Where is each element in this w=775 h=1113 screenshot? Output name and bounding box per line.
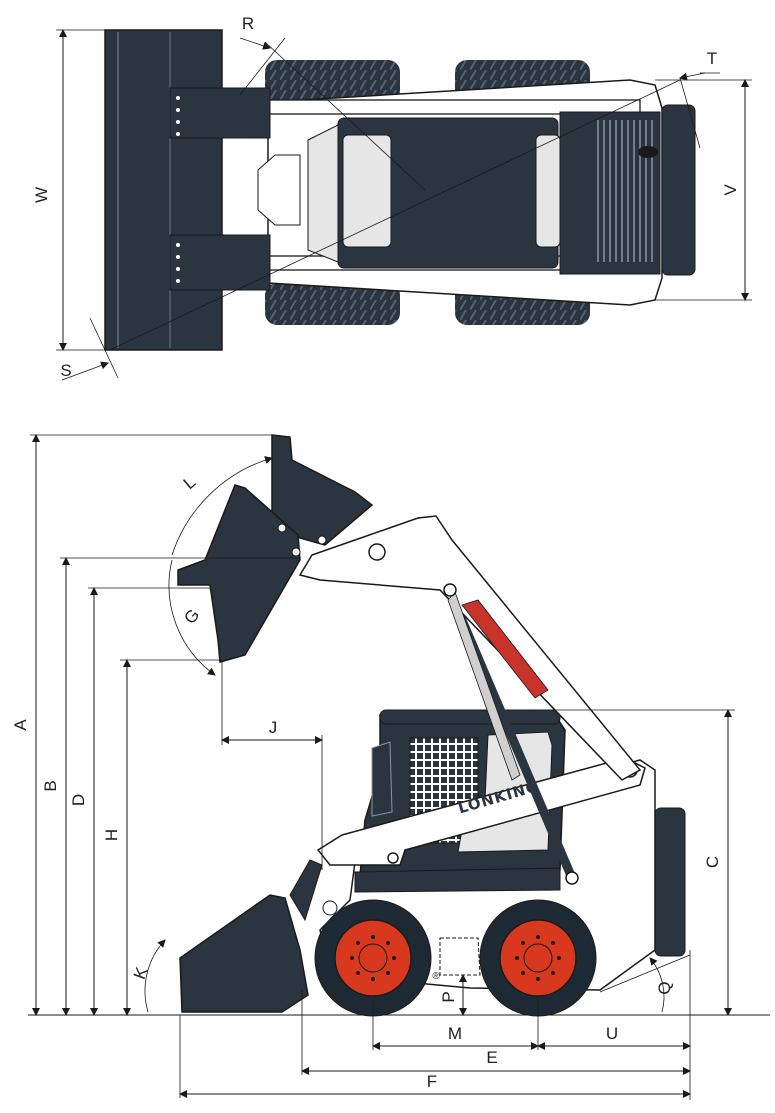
label-h: H	[102, 829, 121, 841]
label-u: U	[606, 1024, 618, 1043]
rear-wheel	[479, 899, 597, 1017]
label-b: B	[41, 780, 60, 791]
side-view: LONKING	[11, 434, 770, 1100]
exhaust-cap	[638, 146, 658, 158]
label-f: F	[427, 1072, 437, 1091]
front-step	[307, 124, 339, 263]
roof-window-front	[342, 134, 392, 248]
rear-door	[661, 104, 696, 276]
label-t: T	[707, 49, 717, 68]
cab-mirror	[371, 741, 393, 817]
attach-mount-bottom	[169, 234, 271, 291]
label-s: S	[60, 361, 71, 380]
ground-bucket	[179, 894, 309, 1013]
arc-l	[171, 456, 273, 556]
radius-line-s	[109, 79, 681, 351]
tire-front-bottom	[265, 283, 400, 325]
top-view: W V R T S	[32, 14, 752, 381]
label-w: W	[32, 187, 51, 203]
rear-counterweight	[654, 807, 686, 957]
bucket-top	[104, 29, 223, 351]
label-l: L	[180, 472, 199, 493]
label-j: J	[269, 718, 278, 737]
front-plate	[257, 154, 301, 226]
side-frame-dark	[354, 867, 561, 893]
label-m: M	[448, 1024, 462, 1043]
label-e: E	[486, 1048, 497, 1067]
label-c: C	[703, 856, 722, 868]
label-q: Q	[655, 981, 674, 994]
label-d: D	[69, 794, 88, 806]
arc-g	[168, 559, 216, 676]
radius-line-r	[264, 41, 426, 191]
raised-bucket-dumped	[177, 484, 301, 663]
raised-arm	[298, 515, 642, 781]
roof-window-rear	[535, 134, 561, 248]
tire-front-top	[265, 60, 400, 102]
arc-q	[649, 957, 665, 1013]
loader-arm-side	[316, 757, 646, 866]
cab-roof-side	[379, 709, 561, 725]
label-p: P	[439, 991, 458, 1002]
label-k: K	[130, 964, 152, 982]
label-r: R	[242, 14, 254, 33]
label-g: G	[180, 605, 203, 627]
label-v: V	[721, 184, 740, 196]
raised-cylinder-red	[461, 599, 549, 699]
label-a: A	[11, 719, 30, 731]
belly-plate	[439, 937, 481, 976]
bucket-link	[289, 859, 323, 922]
front-wheel	[314, 899, 432, 1017]
attach-mount-top	[169, 87, 271, 139]
registered-mark: ®	[432, 971, 440, 982]
arc-k	[144, 939, 166, 1013]
